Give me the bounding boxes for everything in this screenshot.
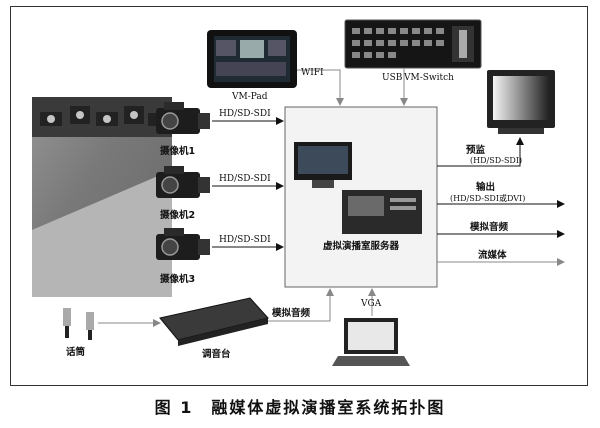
vm-pad-label: VM-Pad <box>231 92 268 102</box>
output-audio-label: 模拟音频 <box>470 221 509 233</box>
output-preview-label: 预监 <box>466 144 486 156</box>
camera2-label: 摄像机2 <box>160 209 195 221</box>
studio-image <box>32 97 172 297</box>
vm-pad-device <box>207 30 297 88</box>
mixer-label: 调音台 <box>202 348 231 360</box>
connections <box>98 68 565 327</box>
preview-monitor <box>487 70 555 134</box>
figure-caption: 图 1 融媒体虚拟演播室系统拓扑图 <box>154 398 446 417</box>
vm-switch-device <box>344 19 482 69</box>
link-wifi-label: WIFI <box>301 68 324 78</box>
laptop-device <box>332 318 410 366</box>
vm-switch-label: VM-Switch <box>403 73 454 83</box>
link-cam3-label: HD/SD-SDI <box>219 235 271 245</box>
output-preview-signal: (HD/SD-SDI) <box>470 156 522 165</box>
camera3-label: 摄像机3 <box>160 273 195 285</box>
server-box <box>284 106 438 288</box>
output-main-label: 输出 <box>476 181 495 193</box>
camera-1 <box>156 102 210 134</box>
output-main-signal: (HD/SD-SDI或DVI) <box>450 193 525 203</box>
link-cam1-label: HD/SD-SDI <box>219 109 271 119</box>
diagram-frame <box>10 6 588 386</box>
link-mixer-audio-label: 模拟音频 <box>272 307 311 319</box>
link-cam2-label: HD/SD-SDI <box>219 174 271 184</box>
link-vga-label: VGA <box>360 299 382 309</box>
camera-3 <box>156 228 210 260</box>
mic-label: 话筒 <box>66 346 86 358</box>
mixer-device <box>159 297 269 346</box>
link-usb-label: USB <box>382 73 403 83</box>
output-streaming-label: 流媒体 <box>478 249 507 261</box>
mic-device <box>63 308 94 340</box>
server-label: 虚拟演播室服务器 <box>323 240 400 252</box>
camera-2 <box>156 166 210 198</box>
camera1-label: 摄像机1 <box>160 145 195 157</box>
